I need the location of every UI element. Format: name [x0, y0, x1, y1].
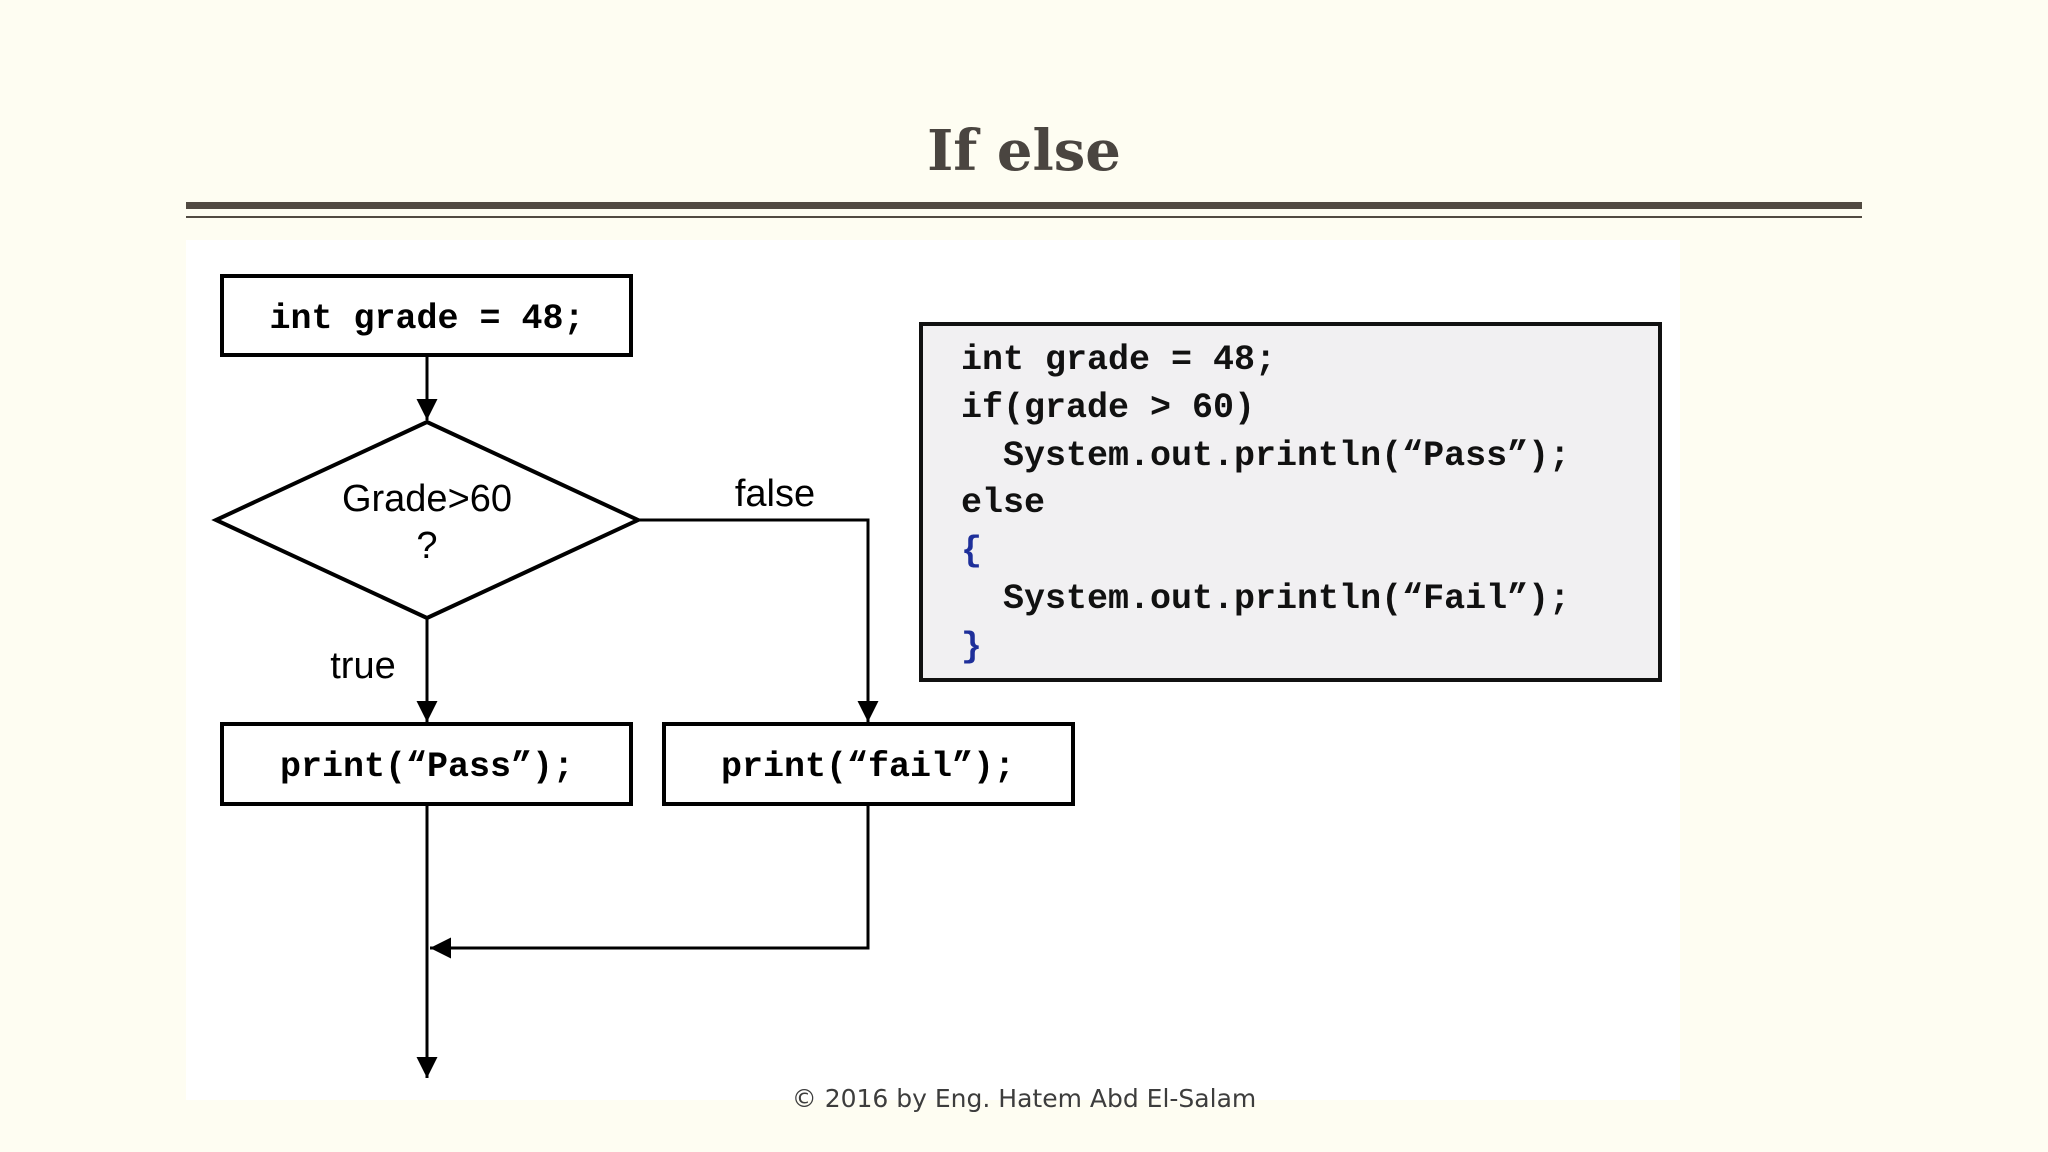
pass-box [220, 722, 633, 806]
code-box: int grade = 48; if(grade > 60) System.ou… [919, 322, 1662, 682]
code-line-close-brace: } [961, 627, 983, 667]
fail-box-text: print(“fail”); [721, 747, 1015, 787]
decision-diamond [211, 419, 643, 621]
decision-text-line1: Grade>60 [342, 478, 512, 520]
false-label: false [735, 473, 815, 515]
footer-copyright: © 2016 by Eng. Hatem Abd El-Salam [791, 1084, 1257, 1113]
code-line-open-brace: { [961, 531, 983, 571]
code-line: if(grade > 60) [961, 388, 1256, 428]
true-label: true [330, 645, 395, 687]
code-line: System.out.println(“Pass”); [961, 436, 1571, 476]
slide-title: If else [927, 118, 1121, 184]
code-line: System.out.println(“Fail”); [961, 579, 1571, 619]
pass-box-text: print(“Pass”); [280, 747, 574, 787]
init-box-text: int grade = 48; [269, 299, 584, 339]
decision-text-line2: ? [416, 525, 437, 567]
title-rule-thin [186, 216, 1862, 218]
arrow-false-branch [638, 518, 879, 722]
init-box [220, 274, 633, 357]
code-line: int grade = 48; [961, 340, 1277, 380]
arrow-fail-merge [430, 804, 870, 959]
code-line: else [961, 483, 1046, 523]
fail-box [662, 722, 1075, 806]
title-rule-thick [186, 202, 1862, 209]
